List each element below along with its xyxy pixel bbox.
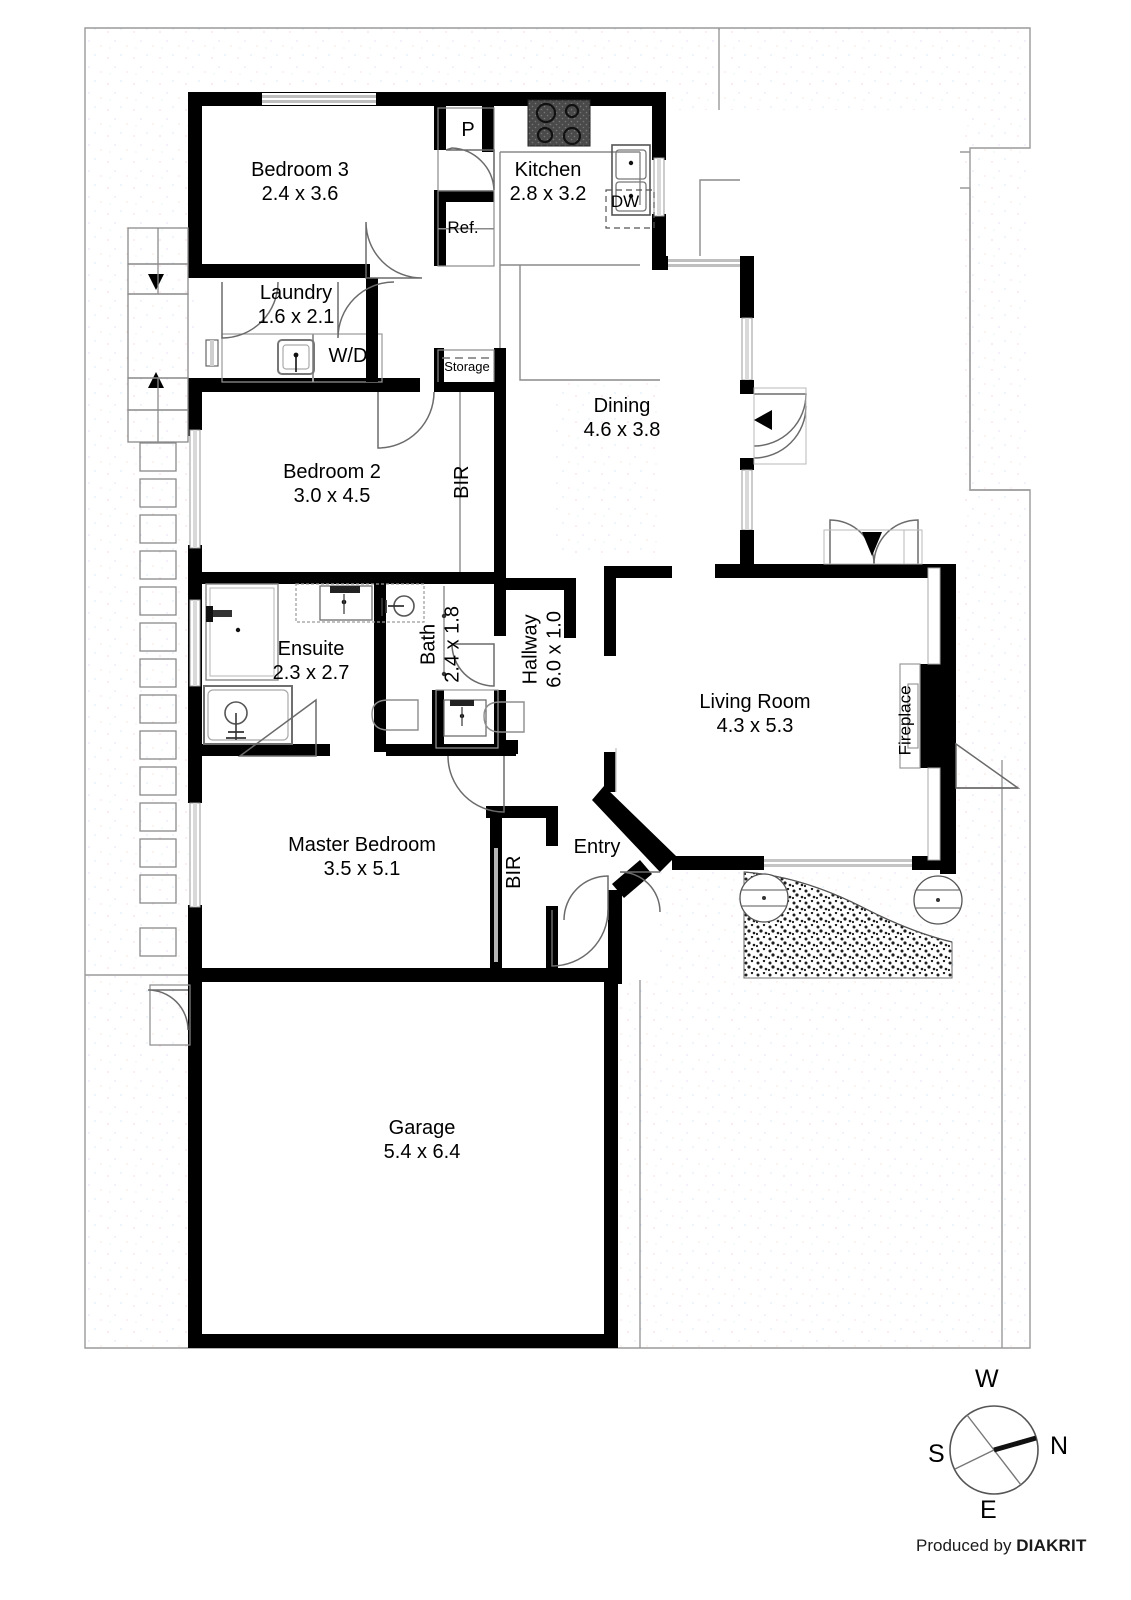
room-label-living-room: Living Room 4.3 x 5.3 <box>655 690 855 739</box>
room-dimensions: 4.3 x 5.3 <box>716 715 794 738</box>
compass-west-label: W <box>975 1365 999 1393</box>
room-dimensions: 3.0 x 4.5 <box>293 485 371 508</box>
room-name: Ensuite <box>277 638 345 660</box>
room-name: Dining <box>593 395 651 417</box>
producer-prefix: Produced by <box>916 1536 1012 1555</box>
room-label-garage: Garage 5.4 x 6.4 <box>322 1116 522 1165</box>
bir-master-label: BIR <box>502 855 525 889</box>
room-label-bedroom2: Bedroom 2 3.0 x 4.5 <box>232 460 432 509</box>
compass-east-label: E <box>980 1496 997 1524</box>
room-label-master-bedroom: Master Bedroom 3.5 x 5.1 <box>246 833 478 882</box>
room-name: Kitchen <box>514 159 582 181</box>
room-dimensions: 2.8 x 3.2 <box>509 183 587 206</box>
room-label-dining: Dining 4.6 x 3.8 <box>522 394 722 443</box>
producer-credit: Produced by DIAKRIT <box>916 1536 1087 1556</box>
room-dimensions: 2.3 x 2.7 <box>272 662 350 685</box>
pantry-label: P <box>461 119 475 141</box>
compass-north-label: N <box>1050 1432 1069 1460</box>
refrigerator-label: Ref. <box>447 218 479 237</box>
room-label-bedroom3: Bedroom 3 2.4 x 3.6 <box>200 158 400 207</box>
room-dimensions: 3.5 x 5.1 <box>323 858 401 881</box>
room-dimensions: 2.4 x 1.8 <box>442 606 464 683</box>
room-name: Master Bedroom <box>288 834 436 856</box>
bir-bedroom2-label: BIR <box>450 465 473 499</box>
compass-south-label: S <box>928 1440 945 1468</box>
room-dimensions: 4.6 x 3.8 <box>583 419 661 442</box>
producer-brand: DIAKRIT <box>1016 1536 1087 1555</box>
room-label-bath: Bath 2.4 x 1.8 <box>417 569 466 719</box>
room-dimensions: 2.4 x 3.6 <box>261 183 339 206</box>
room-dimensions: 1.6 x 2.1 <box>257 306 335 329</box>
entry-label: Entry <box>573 836 621 858</box>
fireplace-label: Fireplace <box>895 685 915 756</box>
washer-dryer-label: W/D <box>328 345 368 367</box>
storage-label: Storage <box>444 359 490 374</box>
room-name: Bedroom 3 <box>251 159 349 181</box>
room-name: Bath <box>417 623 440 665</box>
room-label-laundry: Laundry 1.6 x 2.1 <box>196 281 396 330</box>
room-label-hallway: Hallway 6.0 x 1.0 <box>519 574 568 724</box>
room-label-ensuite: Ensuite 2.3 x 2.7 <box>218 637 404 686</box>
room-name: Bedroom 2 <box>283 461 381 483</box>
room-dimensions: 6.0 x 1.0 <box>544 611 566 688</box>
room-name: Living Room <box>699 691 811 713</box>
room-dimensions: 5.4 x 6.4 <box>383 1141 461 1164</box>
room-label-kitchen: Kitchen 2.8 x 3.2 <box>448 158 648 207</box>
room-name: Laundry <box>259 282 333 304</box>
dishwasher-label: DW <box>610 192 640 211</box>
room-name: Hallway <box>519 614 542 685</box>
room-name: Garage <box>388 1117 456 1139</box>
